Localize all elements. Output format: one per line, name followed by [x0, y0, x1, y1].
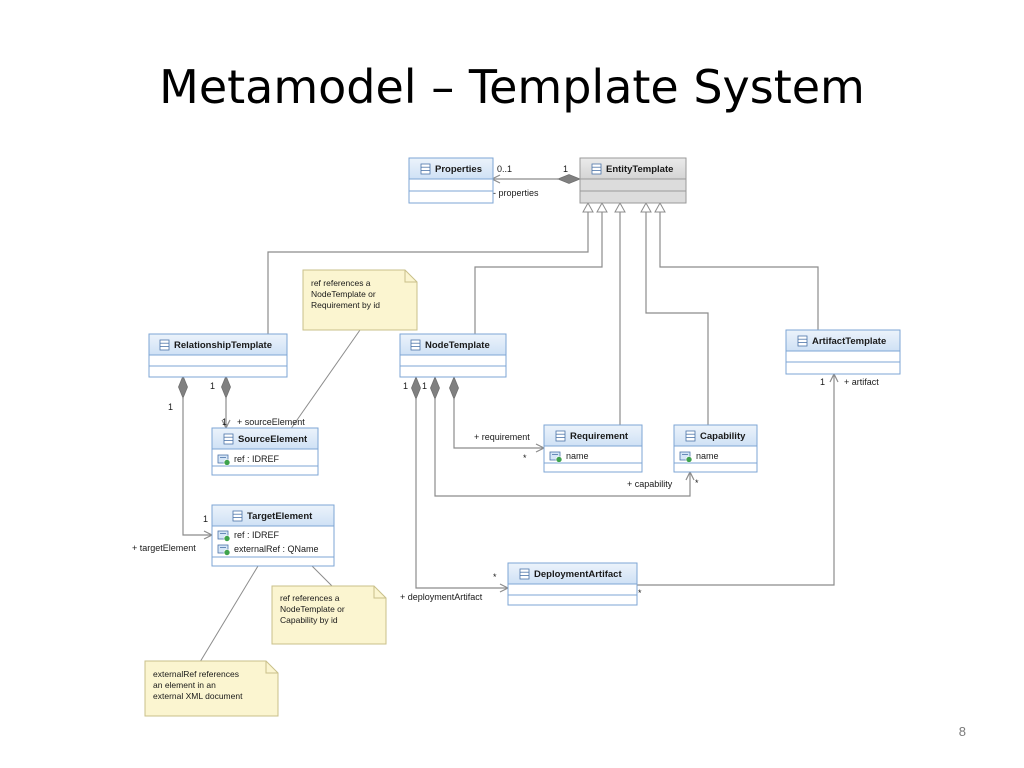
label-capability-role: + capability [627, 479, 673, 489]
edge-properties-entity [490, 174, 582, 184]
class-deployment-artifact[interactable]: DeploymentArtifact [507, 562, 638, 606]
attribute-ref: ref : IDREF [234, 454, 280, 464]
class-name: Properties [435, 164, 482, 175]
class-target-element[interactable]: TargetElement ref : IDREF externalRef : … [211, 504, 335, 567]
note-source-ref: ref references a NodeTemplate or Require… [302, 269, 418, 331]
slide-title: Metamodel – Template System [159, 60, 865, 114]
class-icon [159, 339, 170, 351]
label-entity-mult: 1 [563, 164, 568, 174]
note-source-line-3: Requirement by id [311, 300, 380, 310]
class-name: NodeTemplate [425, 340, 490, 351]
label-capability-mult: * [695, 478, 699, 488]
class-icon [410, 339, 421, 351]
note-external-line-2: an element in an [153, 680, 216, 690]
label-target-mult: 1 [203, 514, 208, 524]
class-capability[interactable]: Capability name [673, 424, 758, 473]
label-node-deploy-mult: 1 [403, 381, 408, 391]
page-number: 8 [958, 724, 966, 739]
edge-relationship-target [178, 374, 214, 540]
class-name: RelationshipTemplate [174, 340, 272, 351]
note-target-ref: ref references a NodeTemplate or Capabil… [271, 585, 387, 645]
class-entity-template[interactable]: EntityTemplate [579, 157, 687, 204]
label-rel-target-mult: 1 [168, 402, 173, 412]
edge-generalization [267, 201, 819, 425]
label-deploy-artifact-mult: * [638, 588, 642, 598]
label-node-cap-mult: 1 [422, 381, 427, 391]
note-link-source [289, 329, 361, 431]
class-icon [232, 510, 243, 522]
edge-node-deployment [411, 375, 510, 593]
label-source-role: + sourceElement [237, 417, 305, 427]
class-name: ArtifactTemplate [812, 336, 886, 347]
class-artifact-template[interactable]: ArtifactTemplate [785, 329, 901, 375]
class-name: Capability [700, 431, 746, 442]
label-properties-role: - properties [493, 188, 539, 198]
class-properties[interactable]: Properties [408, 157, 494, 204]
note-target-line-3: Capability by id [280, 615, 338, 625]
attribute-name: name [696, 451, 719, 461]
note-source-line-1: ref references a [311, 278, 371, 288]
class-node-template[interactable]: NodeTemplate [399, 333, 507, 378]
label-requirement-role: + requirement [474, 432, 530, 442]
class-name: SourceElement [238, 434, 308, 445]
label-rel-source-mult: 1 [210, 381, 215, 391]
class-icon [555, 430, 566, 442]
class-requirement[interactable]: Requirement name [543, 424, 643, 473]
note-external-line-1: externalRef references [153, 669, 239, 679]
attribute-external-ref: externalRef : QName [234, 544, 319, 554]
class-name: TargetElement [247, 511, 313, 522]
class-icon [519, 568, 530, 580]
label-artifact-mult: 1 [820, 377, 825, 387]
label-requirement-mult: * [523, 453, 527, 463]
note-target-line-2: NodeTemplate or [280, 604, 345, 614]
class-name: Requirement [570, 431, 629, 442]
class-icon [797, 335, 808, 347]
class-icon [591, 163, 602, 175]
note-external-ref: externalRef references an element in an … [144, 660, 279, 717]
class-icon [223, 433, 234, 445]
note-target-line-1: ref references a [280, 593, 340, 603]
class-icon [685, 430, 696, 442]
class-relationship-template[interactable]: RelationshipTemplate [148, 333, 288, 378]
label-source-mult: 1 [222, 417, 227, 427]
class-source-element[interactable]: SourceElement ref : IDREF [211, 427, 319, 476]
label-properties-mult: 0..1 [497, 164, 512, 174]
attribute-name: name [566, 451, 589, 461]
note-external-line-3: external XML document [153, 691, 243, 701]
class-name: DeploymentArtifact [534, 569, 622, 580]
label-artifact-role: + artifact [844, 377, 879, 387]
note-source-line-2: NodeTemplate or [311, 289, 376, 299]
class-name: EntityTemplate [606, 164, 673, 175]
label-deploy-role: + deploymentArtifact [400, 592, 483, 602]
attribute-ref: ref : IDREF [234, 530, 280, 540]
label-deploy-mult: * [493, 572, 497, 582]
label-target-role: + targetElement [132, 543, 196, 553]
note-link-target [311, 565, 335, 589]
class-icon [420, 163, 431, 175]
note-link-external [199, 565, 259, 663]
